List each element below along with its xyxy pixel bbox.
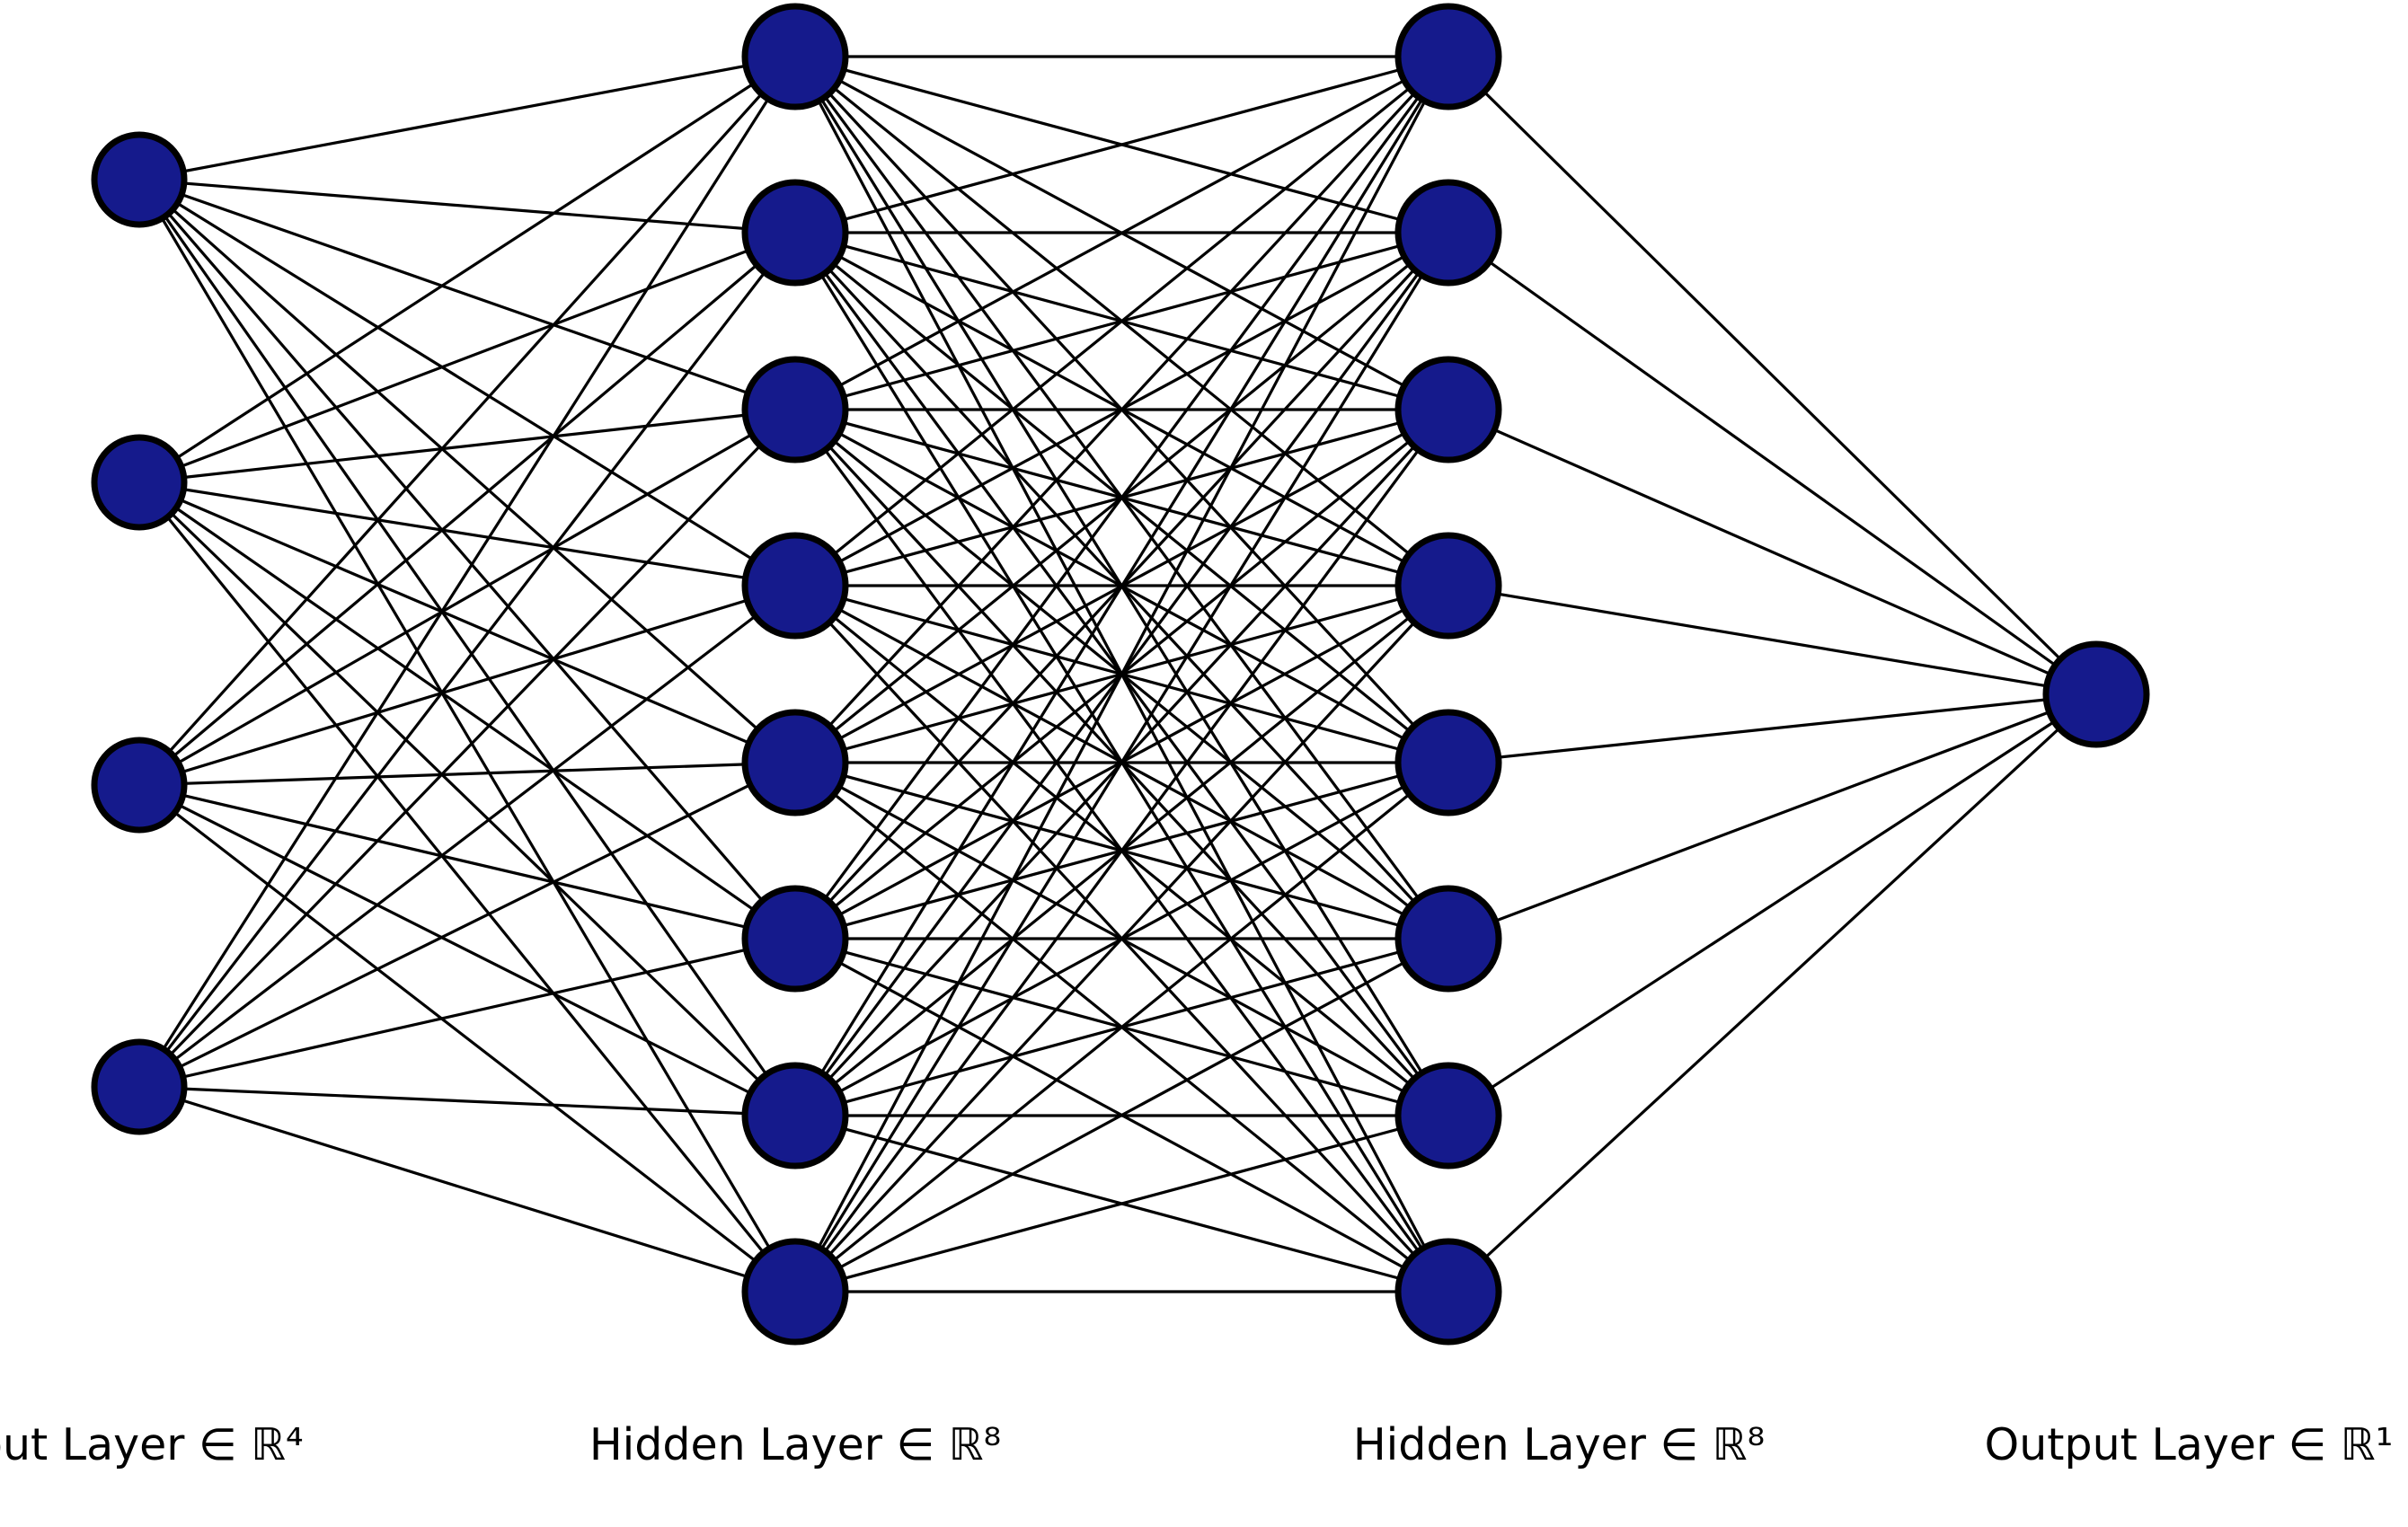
- layer-nodes-hidden2: [1394, 3, 1502, 1346]
- edge-hidden1-6-hidden2-1: [793, 56, 1450, 940]
- edge-hidden1-2-hidden2-1: [794, 55, 1449, 234]
- edge-hidden1-3-hidden2-1: [794, 55, 1449, 411]
- edge-input-2-hidden1-6: [138, 481, 796, 940]
- node-hidden2-3[interactable]: [1394, 356, 1502, 463]
- edges-group: [137, 55, 2098, 1293]
- edge-input-4-hidden1-8: [138, 1085, 796, 1293]
- edge-input-4-hidden1-5: [138, 761, 796, 1089]
- node-hidden1-3[interactable]: [741, 356, 849, 463]
- edge-input-3-hidden1-8: [138, 783, 796, 1293]
- edge-input-1-hidden1-5: [137, 178, 797, 764]
- edge-input-2-hidden1-8: [137, 481, 797, 1293]
- edge-input-3-hidden1-5: [138, 761, 796, 787]
- edge-input-4-hidden1-3: [137, 408, 797, 1089]
- edge-hidden2-6-output-1: [1447, 693, 2097, 940]
- node-input-2[interactable]: [91, 434, 188, 531]
- edge-input-2-hidden1-7: [137, 481, 797, 1117]
- edge-hidden1-8-hidden2-7: [794, 1114, 1449, 1293]
- nodes-group: [91, 3, 2150, 1346]
- node-hidden2-6[interactable]: [1394, 885, 1502, 993]
- layer-label-input: Input Layer ∈ ℝ⁴: [0, 1419, 304, 1470]
- edge-input-3-hidden1-6: [138, 783, 796, 940]
- node-hidden2-2[interactable]: [1394, 179, 1502, 287]
- edge-hidden1-4-hidden2-1: [793, 55, 1450, 587]
- edge-hidden2-7-output-1: [1447, 693, 2097, 1117]
- node-hidden2-4[interactable]: [1394, 532, 1502, 640]
- edge-hidden2-8-output-1: [1447, 693, 2098, 1293]
- node-hidden1-4[interactable]: [741, 532, 849, 640]
- edge-input-1-hidden1-7: [137, 179, 797, 1117]
- node-hidden2-8[interactable]: [1394, 1238, 1502, 1346]
- edge-hidden1-8-hidden2-5: [793, 761, 1450, 1293]
- node-hidden1-8[interactable]: [741, 1238, 849, 1346]
- node-hidden2-1[interactable]: [1394, 3, 1502, 110]
- edge-input-3-hidden1-2: [137, 231, 797, 787]
- node-input-3[interactable]: [91, 737, 188, 834]
- layer-label-hidden-1: Hidden Layer ∈ ℝ⁸: [589, 1419, 1001, 1470]
- edge-bundle-input-to-hidden1: [137, 55, 797, 1293]
- edge-input-4-hidden1-1: [137, 56, 797, 1088]
- layer-nodes-input: [91, 131, 188, 1135]
- node-hidden1-5[interactable]: [741, 709, 849, 816]
- layer-labels-group: Input Layer ∈ ℝ⁴ Hidden Layer ∈ ℝ⁸ Hidde…: [0, 1419, 2393, 1470]
- edge-hidden2-3-output-1: [1447, 408, 2097, 696]
- edge-input-2-hidden1-2: [138, 231, 796, 484]
- edge-hidden1-8-hidden2-1: [793, 56, 1450, 1293]
- edge-hidden2-5-output-1: [1447, 693, 2097, 764]
- edge-input-3-hidden1-3: [138, 408, 796, 787]
- node-hidden2-7[interactable]: [1394, 1062, 1502, 1170]
- edge-input-4-hidden1-7: [138, 1085, 796, 1117]
- edge-input-3-hidden1-4: [138, 584, 796, 787]
- layer-nodes-hidden1: [741, 3, 849, 1346]
- edge-input-1-hidden1-1: [138, 55, 796, 181]
- edge-input-1-hidden1-2: [138, 178, 796, 234]
- edge-hidden2-2-output-1: [1447, 231, 2097, 696]
- edge-input-3-hidden1-7: [138, 783, 796, 1117]
- edge-input-3-hidden1-1: [137, 55, 797, 787]
- edge-input-1-hidden1-4: [138, 178, 796, 587]
- edge-hidden1-7-hidden2-1: [793, 56, 1450, 1117]
- layer-label-hidden-2: Hidden Layer ∈ ℝ⁸: [1353, 1419, 1765, 1470]
- edge-bundle-hidden1-to-hidden2: [793, 55, 1450, 1293]
- edge-hidden1-8-hidden2-2: [793, 232, 1450, 1293]
- edge-bundle-hidden2-to-output: [1447, 55, 2098, 1293]
- edge-input-4-hidden1-2: [137, 232, 797, 1088]
- edge-input-4-hidden1-6: [138, 937, 796, 1089]
- edge-hidden1-8-hidden2-4: [793, 584, 1450, 1293]
- edge-hidden1-5-hidden2-1: [793, 55, 1450, 764]
- edge-hidden1-8-hidden2-6: [794, 937, 1449, 1293]
- edge-input-1-hidden1-8: [137, 179, 797, 1293]
- node-hidden1-1[interactable]: [741, 3, 849, 110]
- edge-input-2-hidden1-5: [138, 481, 796, 764]
- edge-input-1-hidden1-6: [137, 178, 797, 940]
- edge-hidden1-8-hidden2-3: [793, 409, 1450, 1293]
- layer-label-output: Output Layer ∈ ℝ¹: [1985, 1419, 2394, 1470]
- layer-nodes-output: [2042, 640, 2150, 748]
- node-input-4[interactable]: [91, 1038, 188, 1135]
- node-hidden1-2[interactable]: [741, 179, 849, 287]
- node-output-1[interactable]: [2042, 640, 2150, 748]
- edge-input-2-hidden1-3: [138, 408, 796, 484]
- edge-hidden2-4-output-1: [1447, 584, 2097, 696]
- edge-input-1-hidden1-3: [138, 178, 796, 411]
- edge-input-4-hidden1-4: [138, 584, 796, 1089]
- edge-input-2-hidden1-4: [138, 481, 796, 587]
- node-input-1[interactable]: [91, 131, 188, 228]
- node-hidden1-7[interactable]: [741, 1062, 849, 1170]
- edge-input-2-hidden1-1: [138, 55, 796, 484]
- node-hidden2-5[interactable]: [1394, 709, 1502, 816]
- node-hidden1-6[interactable]: [741, 885, 849, 993]
- edge-hidden2-1-output-1: [1447, 55, 2098, 696]
